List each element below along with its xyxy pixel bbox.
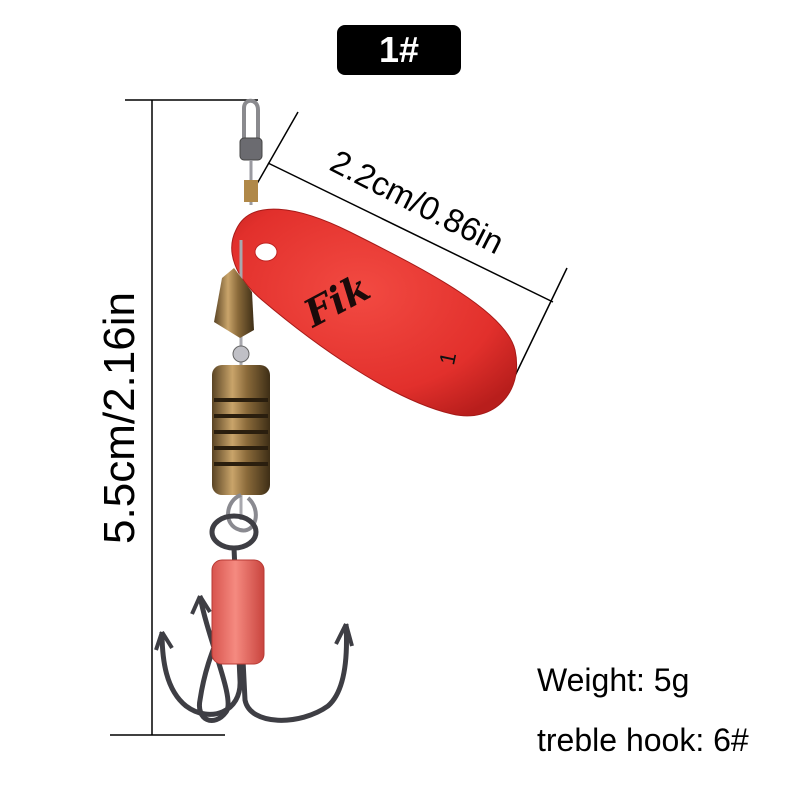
spec-treble-hook: treble hook: 6#	[537, 722, 749, 758]
clevis	[244, 180, 258, 202]
blade-number: 1	[434, 350, 461, 367]
hook-eye-ring	[226, 493, 258, 533]
swivel-snap	[239, 98, 263, 205]
size-badge-label: 1#	[378, 29, 420, 70]
hook-right-barb	[334, 623, 354, 647]
bead	[232, 345, 250, 363]
blade-hole	[254, 242, 278, 262]
hook-sleeve	[211, 559, 265, 665]
hook-eye	[209, 513, 259, 551]
hook-center-barb	[190, 594, 212, 615]
lure-body	[212, 240, 270, 533]
hook-left-prong	[159, 547, 243, 717]
size-badge: 1#	[337, 25, 461, 75]
hook-left-barb	[154, 630, 174, 651]
spinner-blade: Fik 1	[231, 208, 517, 417]
width-bottom-tick	[512, 267, 568, 381]
hook-right-prong	[237, 599, 349, 723]
treble-hook	[154, 513, 354, 723]
length-dimension: 5.5cm/2.16in	[95, 99, 258, 736]
blade-body	[231, 208, 517, 417]
brass-cone	[214, 268, 254, 338]
body-rings	[214, 398, 268, 466]
spec-weight: Weight: 5g	[537, 662, 690, 698]
swivel-barrel	[239, 137, 263, 161]
length-label: 5.5cm/2.16in	[95, 292, 144, 544]
width-line	[267, 162, 554, 303]
